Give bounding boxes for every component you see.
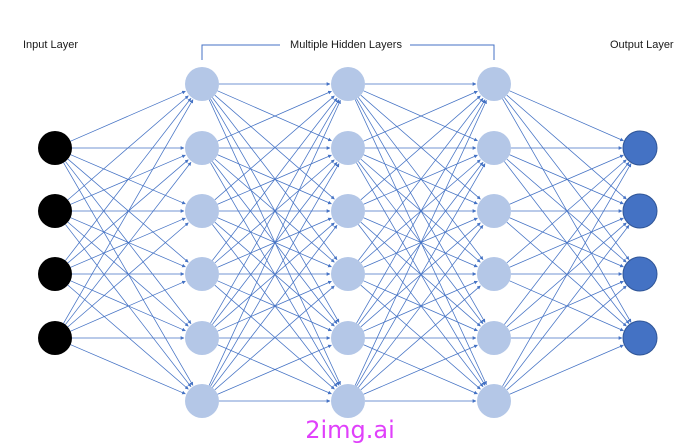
input-layer-label: Input Layer [23,39,78,51]
edge-hidden-2-4-to-hidden-3-1 [358,97,484,261]
hidden-1-node-6 [185,384,219,418]
output-node-1 [622,130,658,166]
edge-input-3-to-hidden-1-1 [65,97,192,261]
edge-hidden-1-6-to-hidden-2-2 [210,163,340,387]
hidden-2-node-4 [331,257,365,291]
edge-hidden-2-1-to-hidden-3-4 [358,97,484,261]
output-layer-label: Output Layer [610,39,674,51]
hidden-layers-bracket [201,44,495,60]
input-node-3 [38,257,72,291]
watermark-text: 2img.ai [305,416,395,443]
edge-hidden-2-6-to-hidden-3-5 [363,344,478,395]
output-node-2 [622,193,658,229]
edges-group [63,82,632,403]
edge-hidden-2-4-to-hidden-3-6 [360,284,481,390]
edge-hidden-2-2-to-hidden-3-1 [363,90,478,142]
edge-hidden-2-6-to-hidden-3-2 [356,163,486,387]
hidden-2-node-5 [331,321,365,355]
hidden-2-node-3 [331,194,365,228]
hidden-1-node-5 [185,321,219,355]
hidden-1-node-4 [185,257,219,291]
edge-hidden-3-4-to-output-1 [506,159,627,264]
edge-hidden-1-3-to-hidden-2-1 [214,95,335,201]
hidden-3-node-6 [477,384,511,418]
edge-hidden-3-1-to-output-3 [504,97,630,261]
edge-hidden-3-6-to-output-4 [509,344,624,395]
hidden-3-node-5 [477,321,511,355]
hidden-1-node-3 [185,194,219,228]
hidden-2-node-6 [331,384,365,418]
edge-hidden-3-1-to-output-1 [509,90,624,142]
edge-hidden-1-4-to-hidden-2-6 [214,284,335,390]
edge-input-4-to-hidden-1-3 [67,222,189,328]
edge-hidden-3-1-to-output-2 [506,94,627,200]
edge-hidden-1-5-to-hidden-2-1 [210,99,340,324]
edge-input-4-to-hidden-1-6 [70,344,186,395]
edge-input-2-to-hidden-1-1 [67,95,189,201]
edge-hidden-1-1-to-hidden-2-3 [214,94,335,200]
edge-input-4-to-hidden-1-1 [63,99,194,324]
hidden-2-node-1 [331,67,365,101]
edge-hidden-1-6-to-hidden-2-3 [212,224,338,388]
edge-hidden-1-4-to-hidden-2-1 [212,97,338,261]
hidden-2-node-2 [331,131,365,165]
edge-input-4-to-hidden-1-2 [65,161,192,325]
edge-input-3-to-hidden-1-3 [70,217,186,268]
edge-hidden-3-6-to-output-1 [502,163,632,387]
edge-hidden-3-6-to-output-3 [506,285,627,391]
edge-hidden-3-5-to-output-1 [504,161,630,325]
edge-hidden-1-6-to-hidden-2-4 [214,285,335,391]
edge-hidden-2-3-to-hidden-3-1 [360,95,481,201]
edge-hidden-3-3-to-output-1 [509,154,624,205]
edge-hidden-2-5-to-hidden-3-1 [356,99,486,324]
edge-hidden-2-6-to-hidden-3-4 [360,285,481,391]
hidden-layers-label: Multiple Hidden Layers [290,39,402,51]
edge-hidden-3-4-to-output-2 [509,217,624,268]
hidden-3-node-2 [477,131,511,165]
edge-hidden-3-6-to-output-2 [504,224,630,388]
edge-input-4-to-hidden-1-4 [70,280,186,332]
hidden-3-node-1 [477,67,511,101]
nodes-group [38,67,658,418]
hidden-3-node-3 [477,194,511,228]
input-node-2 [38,194,72,228]
hidden-1-node-1 [185,67,219,101]
edge-hidden-2-1-to-hidden-3-3 [360,94,481,200]
output-node-4 [622,320,658,356]
edge-input-3-to-hidden-1-6 [67,284,189,390]
edge-hidden-2-6-to-hidden-3-3 [358,224,484,388]
edge-hidden-2-6-to-hidden-3-1 [354,100,487,386]
input-node-1 [38,131,72,165]
edge-hidden-1-2-to-hidden-2-1 [217,90,332,142]
hidden-1-node-2 [185,131,219,165]
edge-hidden-1-6-to-hidden-2-5 [217,344,332,395]
input-node-4 [38,321,72,355]
edge-input-1-to-hidden-1-1 [70,90,186,142]
edge-hidden-1-1-to-hidden-2-4 [212,97,338,261]
edge-hidden-1-6-to-hidden-2-1 [208,100,341,386]
hidden-3-node-4 [477,257,511,291]
output-node-3 [622,256,658,292]
